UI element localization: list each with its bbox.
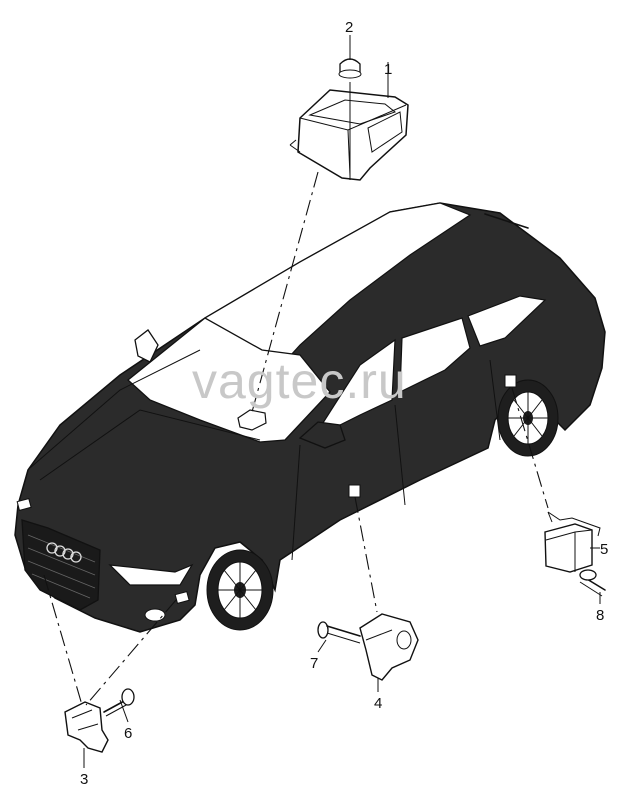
callout-1: 1 [384, 61, 392, 78]
leader-lines [83, 35, 601, 768]
callout-7: 7 [310, 655, 318, 672]
side-crash-sensor [317, 613, 419, 681]
hex-nut [338, 58, 362, 79]
windshield-glass [127, 317, 331, 443]
location-marker-center [237, 409, 267, 431]
location-marker-door [348, 484, 361, 498]
rear-wheel [497, 379, 559, 457]
airbag-control-unit [289, 58, 409, 181]
callout-6: 6 [124, 725, 132, 742]
location-marker-bumper [174, 590, 190, 604]
headlight [108, 563, 194, 586]
location-marker-front [16, 497, 32, 511]
grille-bars [27, 534, 96, 599]
sensor-bolt-side [317, 621, 361, 644]
left-mirror [134, 329, 159, 363]
side-mirror [298, 421, 346, 449]
audi-rings-logo [46, 542, 82, 563]
car-illustration [14, 202, 606, 633]
rear-side-window [399, 317, 471, 393]
sensor-bolt-rear [579, 569, 606, 597]
callout-8: 8 [596, 607, 604, 624]
rear-crash-sensor [544, 511, 606, 597]
front-crash-sensor [64, 688, 135, 753]
sensor-bolt-front [103, 688, 135, 717]
callout-4: 4 [374, 695, 382, 712]
front-grille [21, 519, 101, 611]
callout-2: 2 [345, 19, 353, 36]
callout-3: 3 [80, 771, 88, 788]
callout-labels: 1 2 3 4 5 6 7 8 [80, 19, 608, 788]
callout-5: 5 [600, 541, 608, 558]
quarter-window [467, 295, 547, 347]
connector-lines [43, 171, 549, 706]
front-wheel [206, 549, 274, 631]
location-marker-rear [504, 374, 517, 388]
fog-light [144, 608, 166, 622]
